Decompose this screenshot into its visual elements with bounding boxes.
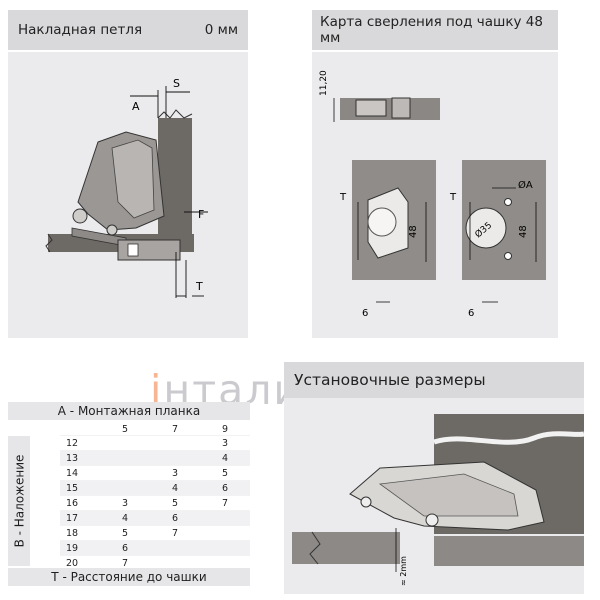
t-right-label: T: [449, 192, 457, 203]
cup-right: [465, 207, 507, 249]
six-left: 6: [362, 308, 368, 319]
table-row: 14 3 5: [60, 466, 250, 481]
table-title: A - Монтажная планка: [8, 402, 250, 420]
table-footer: T - Расстояние до чашки: [8, 568, 250, 586]
dim-label-a: A: [132, 100, 140, 113]
table-row: 19 6: [60, 541, 250, 556]
drill-panel-title: Карта сверления под чашку 48 мм: [320, 14, 543, 46]
table-row: 13 4: [60, 451, 250, 466]
base-board: [434, 536, 584, 566]
dim-label-s: S: [173, 77, 180, 90]
dim-label-t: T: [195, 280, 203, 293]
mounting-plate: [117, 239, 181, 261]
table-row: 16 3 5 7: [60, 496, 250, 511]
install-diagram-panel: ≈ 2mm: [284, 398, 585, 594]
table-header-row: 5 7 9: [60, 422, 250, 436]
table-row: 18 5 7: [60, 526, 250, 541]
gap-2mm-label: ≈ 2mm: [399, 556, 408, 586]
t-left-label: T: [339, 192, 347, 203]
hinge-panel-value: 0 мм: [204, 22, 238, 38]
hinge-panel-title: Накладная петля: [18, 22, 143, 38]
table-side-label: B - Наложение: [8, 436, 30, 566]
hinge-diagram: A S F T: [45, 77, 208, 298]
six-right: 6: [468, 308, 474, 319]
dim48-left: 48: [408, 225, 419, 238]
hinge-pivot: [72, 208, 88, 224]
dim48-right: 48: [518, 225, 529, 238]
top-board: [340, 98, 440, 120]
install-diagram: ≈ 2mm: [292, 414, 585, 586]
install-panel-header: Установочные размеры: [284, 362, 584, 398]
drill-panel-header: Карта сверления под чашку 48 мм: [312, 10, 558, 50]
dim-label-f: F: [198, 208, 204, 221]
drill-diagram: 11,20 T 48 6 T 48 Ø35 ØA 6: [319, 70, 546, 319]
door-board: [292, 532, 400, 564]
hinge-panel-header: Накладная петля 0 мм: [8, 10, 248, 50]
cabinet-side: [158, 118, 192, 244]
dia-a-label: ØA: [518, 179, 533, 191]
hinge-diagram-panel: A S F T: [8, 52, 248, 338]
install-panel-title: Установочные размеры: [294, 371, 486, 389]
table-row: 15 4 6: [60, 481, 250, 496]
overlay-table: 5 7 9 12 3 13 4 14 3 5 15 4 6 16 3 5 7 1…: [60, 422, 250, 571]
table-row: 12 3: [60, 436, 250, 451]
table-row: 17 4 6: [60, 511, 250, 526]
top-dim-label: 11,20: [319, 70, 329, 96]
drill-diagram-panel: 11,20 T 48 6 T 48 Ø35 ØA 6: [312, 52, 558, 338]
